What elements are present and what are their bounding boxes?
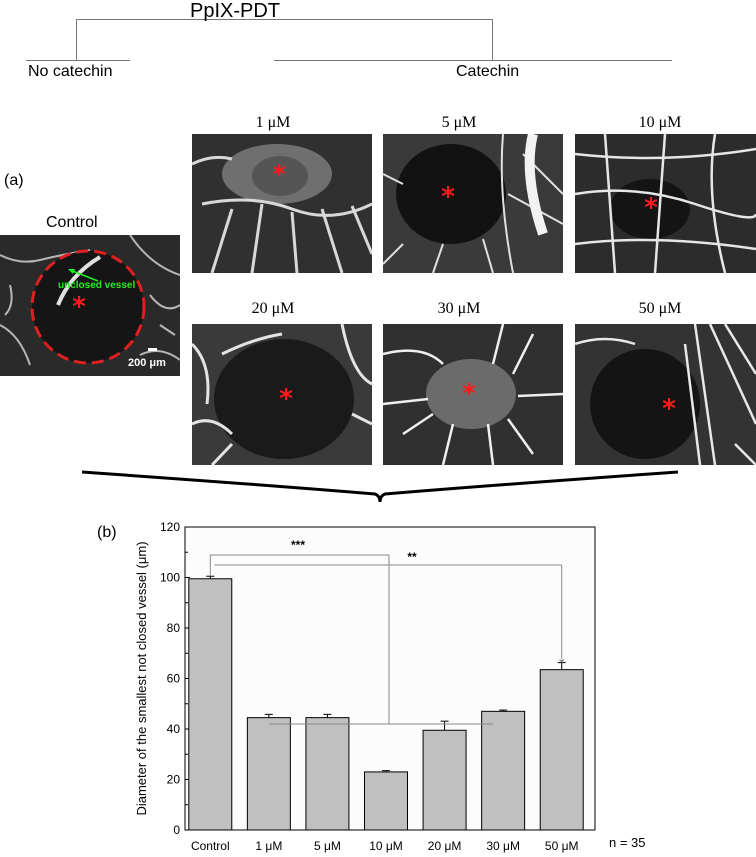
x-tick-label: 30 μM (486, 839, 520, 853)
image-label-10: 10 μM (638, 114, 682, 131)
x-tick-label: 20 μM (428, 839, 462, 853)
y-tick-label: 0 (173, 823, 180, 837)
unclosed-vessel-annotation: unclosed vessel (58, 280, 136, 291)
x-tick-label: 5 μM (314, 839, 341, 853)
image-label-5: 5 μM (441, 114, 477, 131)
panel-a-letter: (a) (4, 172, 24, 189)
image-20uM-asterisk: * (279, 384, 293, 414)
y-tick-label: 60 (167, 672, 181, 686)
control-image (0, 235, 180, 376)
bar (481, 710, 526, 831)
image-50uM (575, 324, 756, 465)
bar (422, 729, 467, 831)
x-tick-label: 1 μM (255, 839, 282, 853)
panel-b-letter: (b) (97, 524, 117, 541)
pdt-title: PpIX-PDT (190, 0, 281, 22)
y-tick-label: 100 (160, 571, 180, 585)
bracket-left-stem (76, 19, 77, 61)
bar (539, 669, 584, 831)
bar (364, 771, 408, 831)
bar (246, 717, 291, 831)
control-label: Control (46, 214, 98, 231)
image-50uM-asterisk: * (662, 394, 676, 424)
n-label: n = 35 (609, 835, 646, 850)
no-catechin-line (26, 60, 130, 61)
image-10uM-asterisk: * (644, 193, 658, 223)
sig-label-left: *** (291, 538, 305, 552)
catechin-line (274, 60, 672, 61)
image-30uM (383, 324, 563, 465)
bar (188, 578, 233, 831)
sig-label-right: ** (407, 550, 417, 564)
scale-bar-label: 200 μm (128, 357, 166, 369)
image-10uM (575, 134, 756, 273)
x-tick-label: 50 μM (545, 839, 579, 853)
x-tick-label: Control (191, 839, 230, 853)
y-tick-label: 120 (160, 520, 180, 534)
image-label-1: 1 μM (255, 114, 291, 131)
y-tick-label: 80 (167, 621, 181, 635)
y-tick-label: 20 (167, 773, 181, 787)
control-asterisk: * (72, 292, 86, 322)
unclosed-vessel-arrow (68, 269, 99, 282)
image-30uM-asterisk: * (462, 379, 476, 409)
image-5uM (383, 134, 563, 273)
bar (305, 717, 350, 831)
image-1uM-asterisk: * (272, 160, 286, 190)
no-catechin-label: No catechin (28, 63, 113, 80)
x-tick-label: 10 μM (369, 839, 403, 853)
curly-brace (81, 470, 679, 503)
image-label-20: 20 μM (251, 300, 295, 317)
image-1uM (192, 134, 372, 273)
image-5uM-asterisk: * (441, 182, 455, 212)
image-label-30: 30 μM (437, 300, 481, 317)
sig-arrow (558, 659, 565, 663)
image-20uM (192, 324, 372, 465)
bracket-right-stem (492, 19, 493, 61)
image-label-50: 50 μM (638, 300, 682, 317)
y-axis-label: Diameter of the smallest not closed vess… (134, 541, 149, 815)
y-tick-label: 40 (167, 722, 181, 736)
bracket-top-line (76, 19, 493, 20)
catechin-label: Catechin (456, 63, 520, 80)
